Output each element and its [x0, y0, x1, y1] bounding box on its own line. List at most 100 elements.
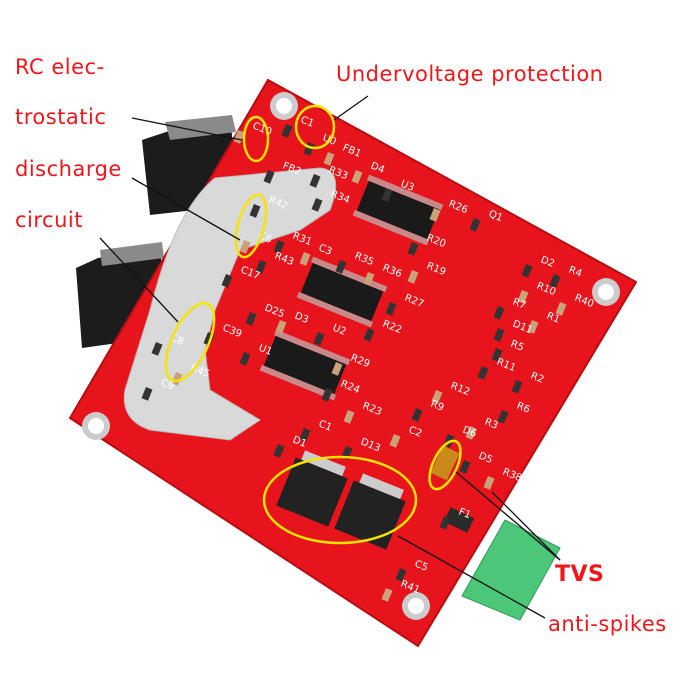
smd-part	[151, 341, 163, 356]
annotation-esd-line3: discharge	[15, 157, 122, 181]
smd-part	[239, 352, 251, 366]
silkscreen-label: U2	[331, 323, 348, 338]
smd-part	[521, 263, 533, 278]
smd-part	[527, 320, 539, 334]
smd-part	[381, 588, 393, 602]
smd-part	[273, 444, 285, 458]
smd-part	[221, 273, 233, 288]
silkscreen-label: Q1	[487, 209, 504, 225]
silkscreen-label: F1	[457, 507, 472, 522]
annotation-tvs: TVS	[555, 562, 605, 587]
annotation-esd-line2: trostatic	[15, 105, 107, 129]
annotation-esd-line1: RC elec-	[15, 55, 105, 79]
silkscreen-label: R2	[529, 371, 545, 386]
smd-part	[273, 240, 285, 254]
smd-part	[309, 173, 321, 188]
highlight-undervoltage	[294, 104, 336, 150]
smd-part	[555, 301, 567, 316]
highlight-tvs	[428, 439, 462, 491]
silkscreen-label: U3	[399, 179, 416, 194]
smd-part	[233, 130, 245, 144]
silkscreen-label: R4	[567, 265, 583, 280]
smd-components	[141, 124, 567, 602]
smd-part	[381, 188, 393, 202]
smd-part	[511, 380, 523, 394]
silkscreen-label: C5	[413, 559, 430, 574]
smd-part	[497, 410, 509, 424]
smd-part	[411, 408, 423, 422]
smd-part	[517, 290, 529, 304]
smd-part	[465, 426, 477, 440]
ic-u1	[259, 329, 351, 401]
silkscreen-label: C1	[317, 419, 334, 434]
smd-part	[249, 204, 261, 218]
smd-part	[171, 372, 183, 386]
smd-part	[395, 568, 407, 582]
highlight-esd-1	[242, 115, 270, 163]
tvs-diode	[430, 445, 460, 481]
silkscreen-label: R5	[509, 339, 525, 354]
smd-part	[389, 434, 401, 448]
silkscreen-label: R3	[483, 417, 499, 432]
annotation-undervoltage: Undervoltage protection	[336, 62, 604, 86]
smd-part	[255, 260, 267, 274]
smd-part	[321, 388, 333, 402]
silkscreen-label: C2	[407, 425, 424, 440]
smd-part	[483, 476, 495, 490]
smd-part	[311, 197, 323, 212]
silkscreen-label: D2	[539, 255, 556, 270]
ic-u3	[352, 174, 444, 246]
annotation-esd-line4: circuit	[15, 208, 83, 232]
smd-part	[431, 390, 443, 404]
smd-part	[351, 169, 363, 184]
silkscreen-label: D5	[477, 451, 494, 466]
smd-part	[303, 142, 315, 156]
smd-part	[429, 208, 441, 222]
silkscreen-label: C1	[299, 115, 316, 130]
silkscreen-label: D4	[369, 161, 386, 176]
annotation-anti-spikes: anti-spikes	[548, 612, 667, 636]
smd-part	[477, 366, 489, 380]
leader-lines	[99, 95, 561, 619]
highlight-ellipses	[164, 104, 462, 545]
highlight-esd-2	[234, 193, 268, 259]
terminal-block	[461, 519, 561, 621]
silkscreen-label: D6	[461, 425, 478, 440]
smd-part	[281, 124, 293, 138]
silkscreen-label: U1	[257, 343, 274, 358]
smd-part	[549, 273, 561, 288]
smd-part	[363, 328, 375, 342]
smd-part	[263, 170, 275, 184]
smd-part	[491, 348, 503, 362]
smd-part	[493, 306, 505, 320]
smd-part	[323, 152, 335, 166]
smd-part	[141, 387, 153, 401]
smd-part	[313, 332, 325, 346]
fuse-f1	[443, 507, 475, 533]
smd-part	[363, 271, 375, 286]
heatsink-pad	[123, 167, 337, 441]
silkscreen-label: R7	[511, 297, 527, 312]
silkscreen-label: R6	[515, 401, 531, 416]
silkscreen-label: R9	[429, 399, 445, 414]
smd-part	[275, 320, 287, 334]
silkscreen-label: D3	[293, 311, 310, 326]
smd-part	[343, 410, 355, 424]
smd-part	[439, 516, 451, 530]
silkscreen-label: C3	[317, 243, 334, 258]
silkscreen-label: C9	[159, 378, 176, 393]
smd-part	[335, 260, 347, 274]
smd-part	[385, 302, 397, 316]
smd-part	[407, 242, 419, 256]
highlight-esd-3	[164, 301, 216, 383]
smd-part	[493, 328, 505, 342]
mounting-holes	[82, 92, 620, 620]
smd-part	[407, 269, 419, 284]
silkscreen-label: R1	[545, 311, 561, 326]
smd-part	[245, 312, 257, 326]
smd-part	[239, 240, 251, 254]
smd-part	[459, 459, 471, 474]
diode-d1	[276, 450, 348, 527]
